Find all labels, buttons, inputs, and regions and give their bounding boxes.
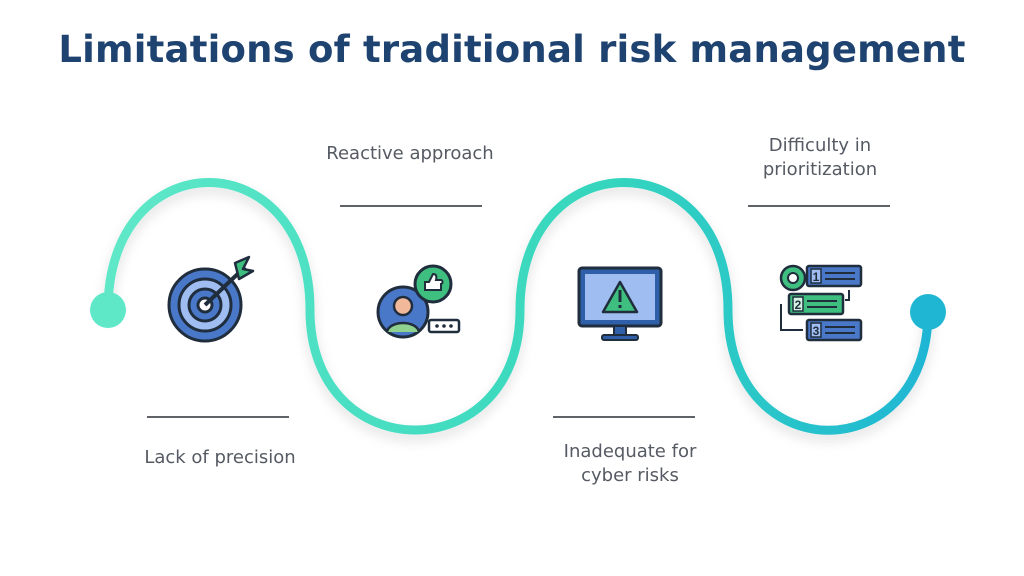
- divider-3: [553, 416, 695, 418]
- monitor-warning-icon: [576, 265, 666, 349]
- divider-1: [147, 416, 289, 418]
- wave-path: [103, 178, 933, 435]
- target-arrow-icon: [165, 255, 260, 349]
- step-3-label: Inadequate for cyber risks: [563, 441, 697, 486]
- divider-4: [748, 205, 890, 207]
- page-title: Limitations of traditional risk manageme…: [58, 28, 966, 71]
- step-1-label: Lack of precision: [144, 447, 296, 468]
- priority-list-icon: 1 2 3: [775, 262, 870, 346]
- priority-3-number: 3: [813, 324, 820, 338]
- end-dot: [910, 294, 946, 330]
- user-thumbs-up-icon: [375, 262, 470, 351]
- priority-2-number: 2: [795, 298, 802, 312]
- step-4-label: Difficulty in prioritization: [762, 135, 878, 180]
- start-dot: [90, 292, 126, 328]
- priority-1-number: 1: [813, 270, 820, 284]
- step-2-label: Reactive approach: [326, 143, 494, 164]
- divider-2: [340, 205, 482, 207]
